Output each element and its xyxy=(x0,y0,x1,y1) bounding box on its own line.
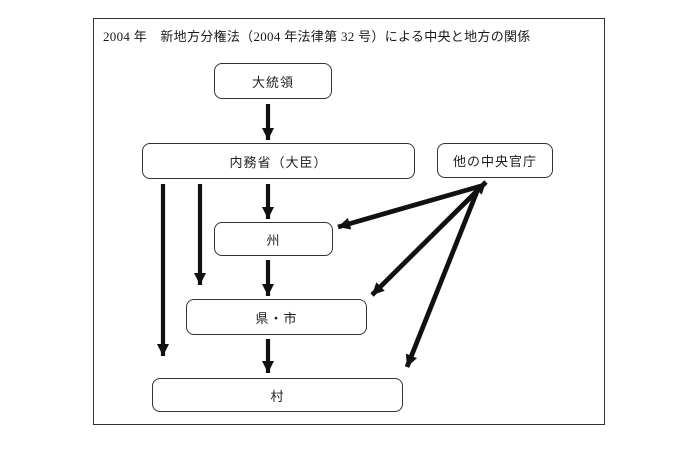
arrow-other-agencies-prefecture-city-bidirectional xyxy=(370,180,488,297)
node-state-label: 州 xyxy=(266,232,281,248)
node-village-label: 村 xyxy=(270,388,285,404)
node-other-central-agencies: 他の中央官庁 xyxy=(437,143,553,178)
node-state: 州 xyxy=(214,222,333,256)
node-interior-ministry-label: 内務省（大臣） xyxy=(229,154,328,170)
node-prefecture-city: 県・市 xyxy=(186,299,367,335)
arrow-other-agencies-to-village xyxy=(404,188,481,368)
node-other-central-agencies-label: 他の中央官庁 xyxy=(452,154,537,169)
node-prefecture-city-label: 県・市 xyxy=(255,310,298,326)
figure-title: 2004 年 新地方分権法（2004 年法律第 32 号）による中央と地方の関係 xyxy=(103,29,531,44)
node-president-label: 大統領 xyxy=(251,74,294,90)
node-interior-ministry: 内務省（大臣） xyxy=(142,143,415,179)
node-president: 大統領 xyxy=(214,63,332,99)
node-village: 村 xyxy=(152,378,403,412)
